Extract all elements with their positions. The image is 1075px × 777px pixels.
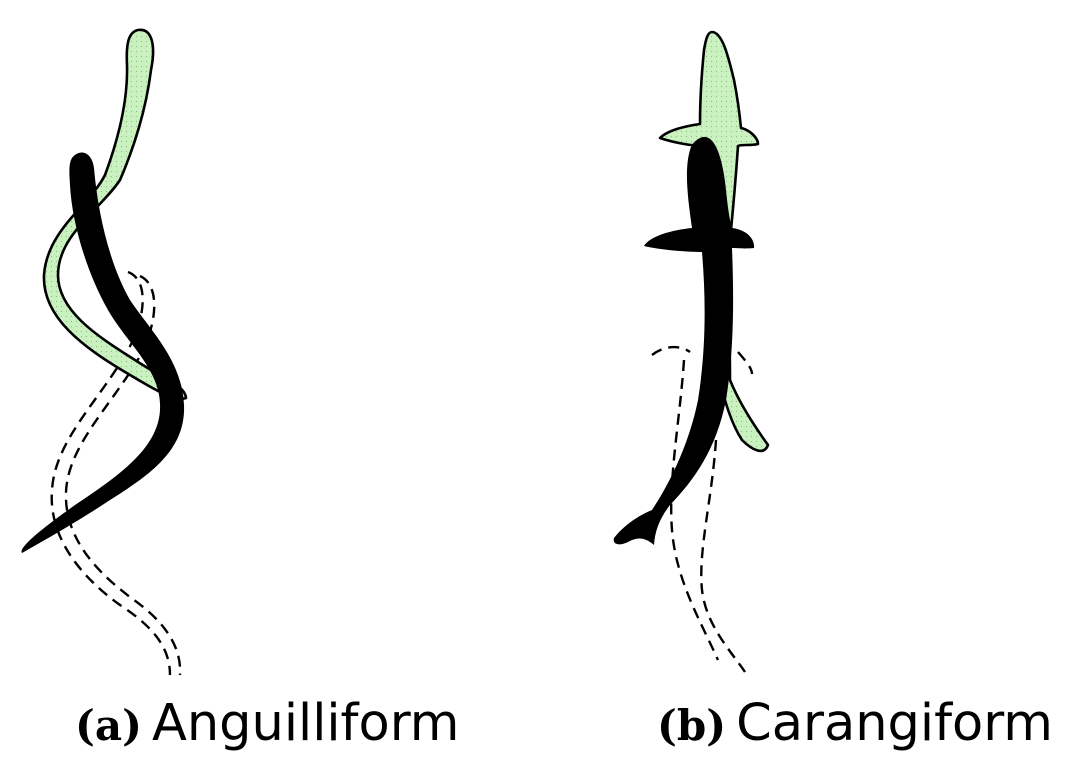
- anguilliform-illustration: [21, 28, 188, 676]
- anguilliform-body: [21, 152, 185, 553]
- carangiform-body: [613, 136, 755, 545]
- anguilliform-previous-pose: [42, 28, 188, 401]
- caption-tag-b: (b): [657, 701, 727, 750]
- carangiform-illustration: [613, 30, 770, 673]
- panel-anguilliform: (a)Anguilliform: [21, 28, 459, 749]
- caption-tag-a: (a): [75, 701, 142, 750]
- caption-carangiform: (b)Carangiform: [657, 698, 1053, 749]
- caption-anguilliform: (a)Anguilliform: [75, 698, 459, 749]
- caption-name-anguilliform: Anguilliform: [151, 694, 460, 753]
- panel-carangiform: (b)Carangiform: [540, 0, 1075, 777]
- caption-name-carangiform: Carangiform: [736, 694, 1053, 753]
- carangiform-ghost-outline: [651, 345, 754, 673]
